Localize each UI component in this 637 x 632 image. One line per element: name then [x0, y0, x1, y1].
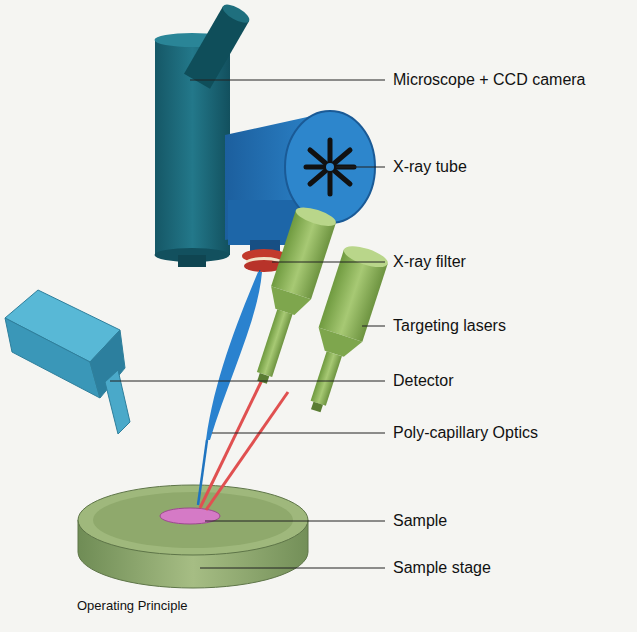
part-label: Poly-capillary Optics — [393, 423, 538, 443]
part-label: Detector — [393, 371, 453, 391]
figure-caption: Operating Principle — [77, 598, 188, 614]
part-label: Targeting lasers — [393, 316, 506, 336]
part-label: Sample stage — [393, 558, 491, 578]
part-label: Microscope + CCD camera — [393, 70, 586, 90]
part-label: X-ray filter — [393, 252, 466, 272]
part-label: Sample — [393, 511, 447, 531]
part-label: X-ray tube — [393, 157, 467, 177]
